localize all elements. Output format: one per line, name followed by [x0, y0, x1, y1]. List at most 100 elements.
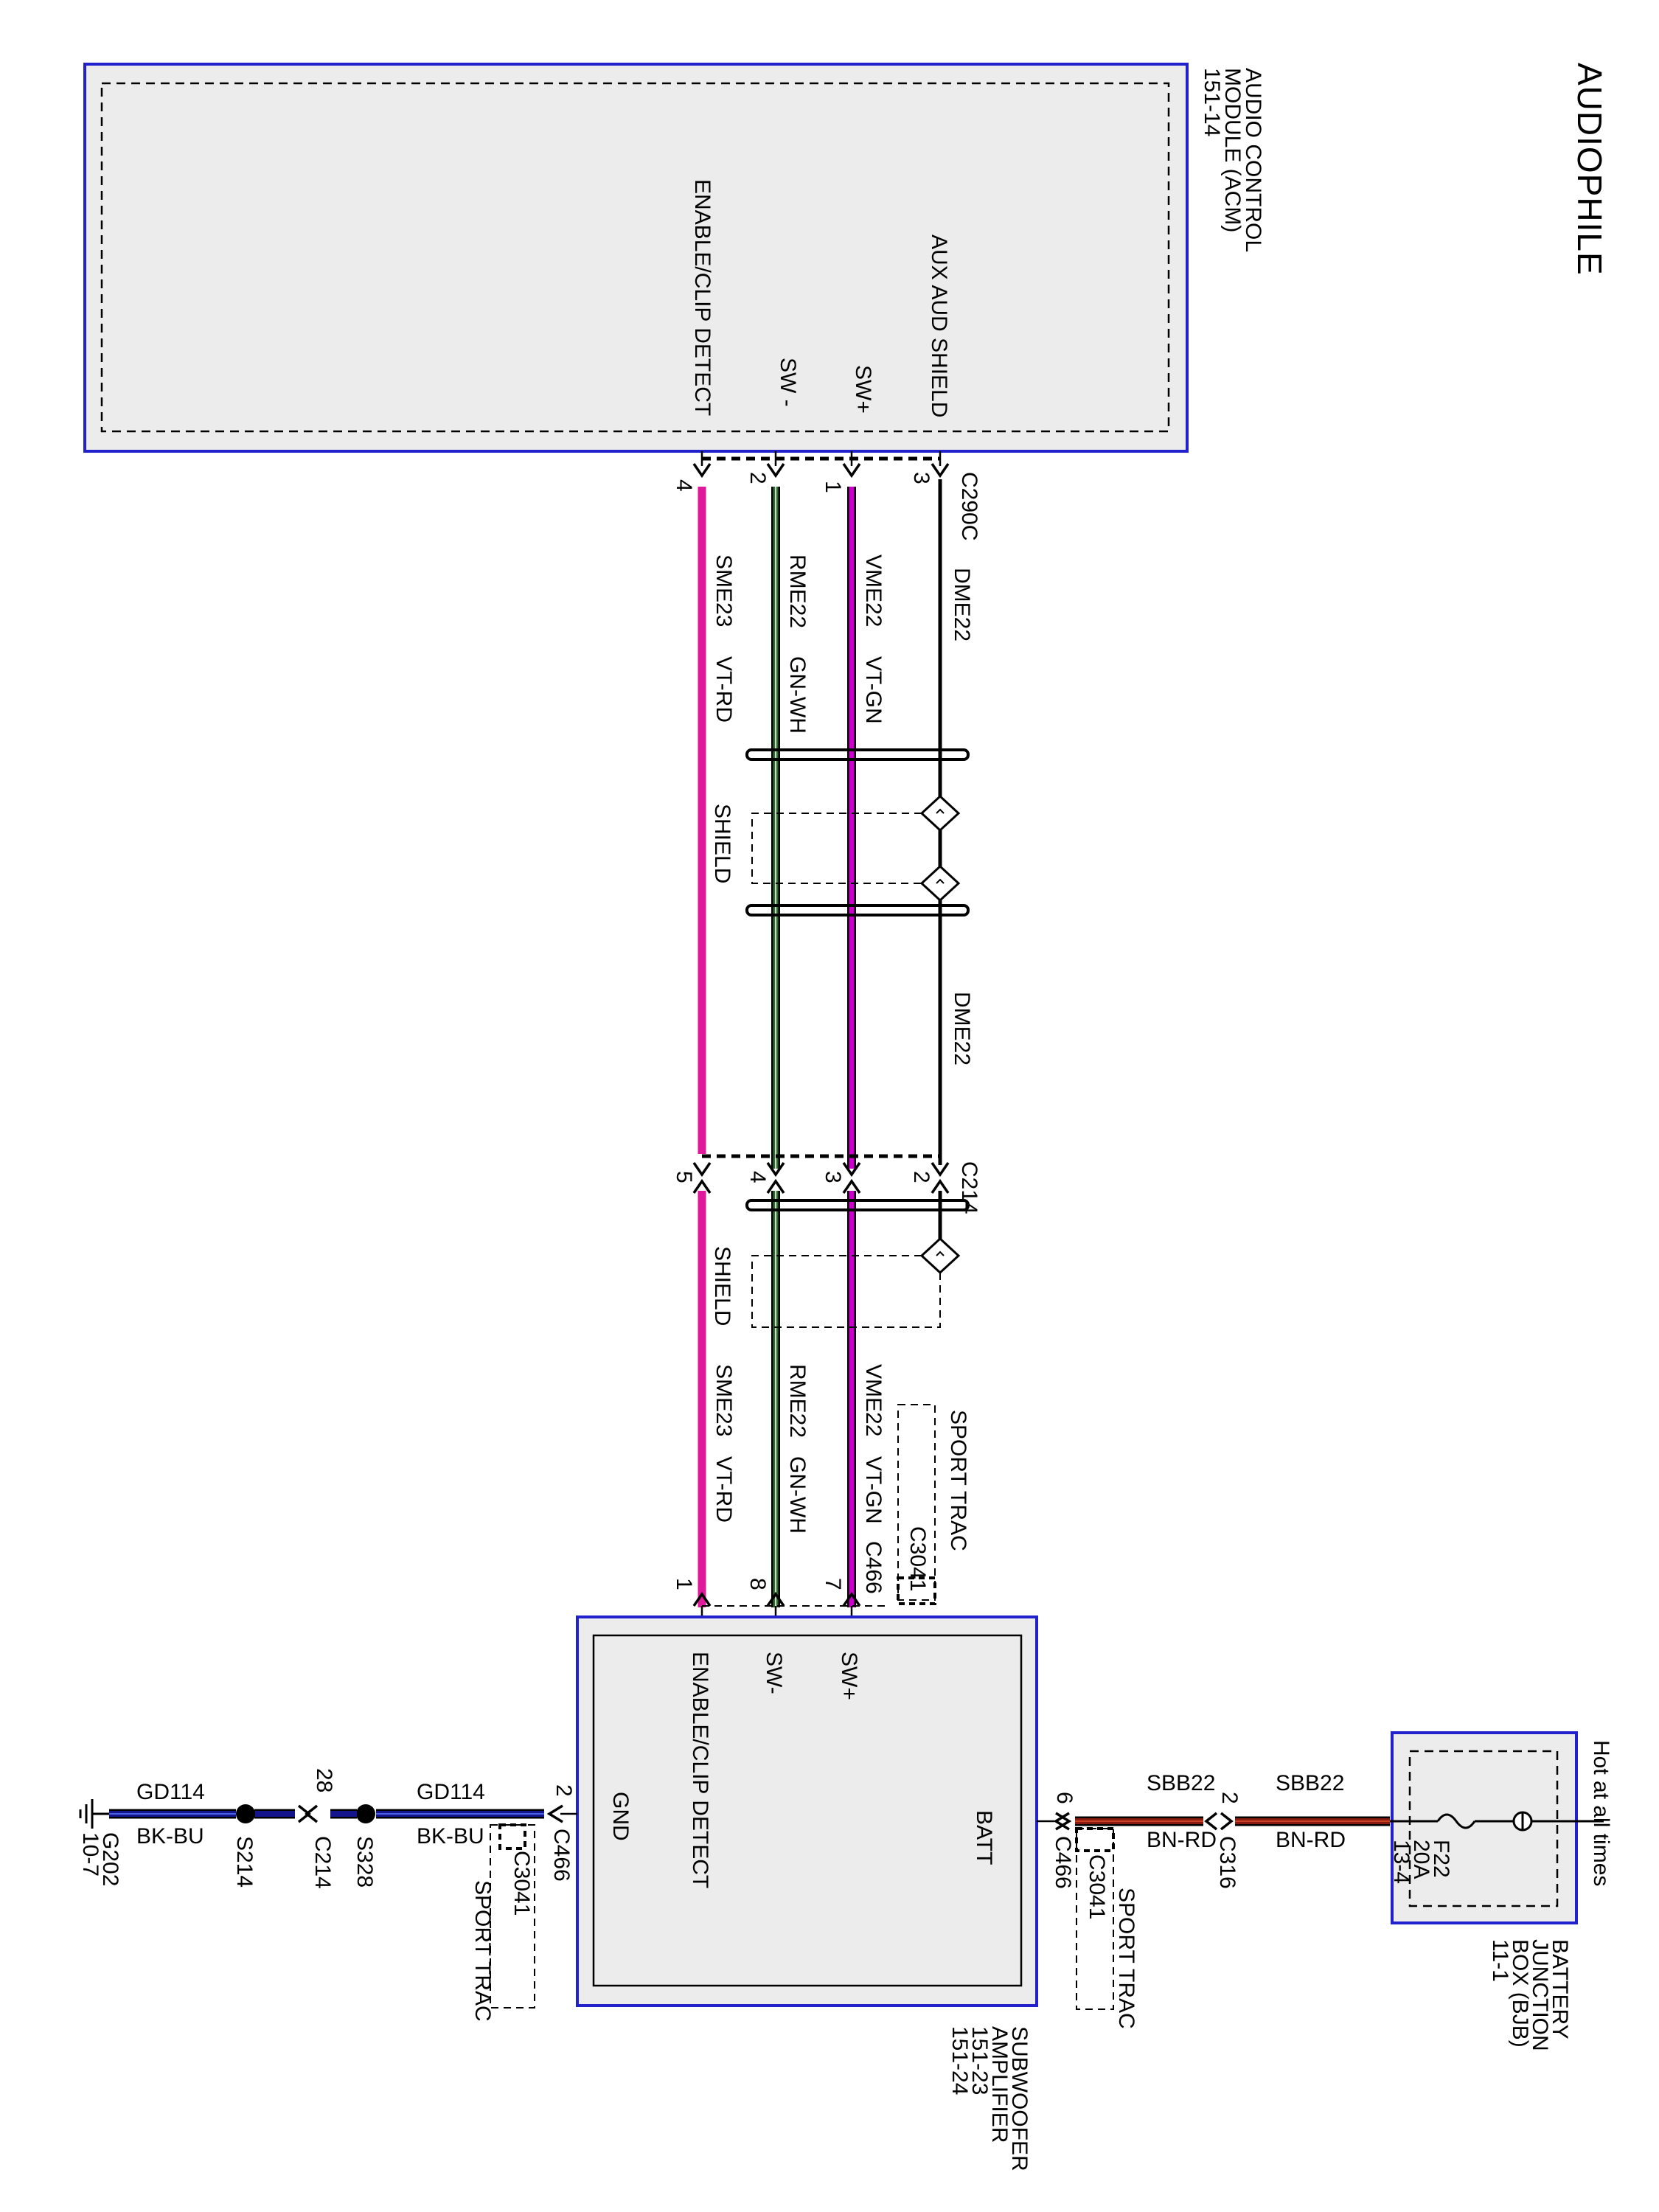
- batt-circuit: 6 C466 SBB22 BN-RD 2 C316 SBB22 BN-RD C3…: [1037, 1771, 1390, 2029]
- sbb22-label-b: SBB22: [1276, 1771, 1344, 1795]
- sub-pin-batt: BATT: [972, 1810, 996, 1865]
- c290c-label: C290C: [957, 472, 981, 540]
- sub-name-line1: SUBWOOFER: [1007, 2026, 1032, 2171]
- vtgn-label-top: VT-GN: [861, 656, 886, 724]
- shield-upper: SHIELD: [710, 748, 970, 917]
- c466-pin-2: 2: [552, 1784, 576, 1797]
- sub-inner-box: [592, 1634, 1023, 1987]
- bjb-name-line2: JUNCTION: [1528, 1939, 1552, 2051]
- dme22-label-top: DME22: [950, 568, 974, 641]
- c290c-pin-4: 4: [672, 479, 696, 492]
- shield-label-upper: SHIELD: [710, 804, 734, 883]
- wires-upper: DME22 VME22 VT-GN RME22 GN-WH SME23 VT-R…: [698, 479, 974, 1169]
- sbb22-label-a: SBB22: [1147, 1771, 1215, 1795]
- fuse-rating: 20A: [1409, 1840, 1433, 1879]
- c290c-pin-1: 1: [821, 481, 845, 493]
- shield-drain-diamond-2: [919, 864, 961, 902]
- subwoofer-amplifier: SW+ SW- ENABLE/CLIP DETECT BATT GND SUBW…: [576, 1615, 1038, 2171]
- c466-pin-8: 8: [745, 1578, 770, 1590]
- acm-page-ref: 151-14: [1200, 68, 1224, 136]
- bnrd-label-b: BN-RD: [1276, 1828, 1346, 1852]
- fuse-symbol: [1436, 1813, 1476, 1829]
- shield-lower: SHIELD: [710, 1199, 970, 1328]
- c214-pin-3: 3: [821, 1171, 845, 1183]
- c466-label-batt: C466: [1051, 1836, 1075, 1889]
- gd114-label-a: GD114: [417, 1780, 485, 1804]
- hot-at-all-times: Hot at all times: [1589, 1740, 1613, 1886]
- shield-drain-diamond-1: [919, 794, 961, 832]
- acm-pin-aux-aud-shield: AUX AUD SHIELD: [927, 234, 951, 417]
- c466-label-top: C466: [861, 1541, 886, 1594]
- acm-name-line2: MODULE (ACM): [1220, 68, 1245, 232]
- acm-name-line1: AUDIO CONTROL: [1241, 68, 1265, 252]
- c214-pin-2: 2: [909, 1171, 933, 1183]
- audio-control-module: AUDIO CONTROL MODULE (ACM) 151-14 AUX AU…: [83, 63, 1265, 453]
- acm-pin-sw-minus: SW -: [776, 358, 800, 407]
- sub-page-ref1: 151-23: [967, 2026, 992, 2095]
- gnwh-label-low: GN-WH: [785, 1456, 810, 1534]
- splice-s328: [356, 1804, 375, 1823]
- c214-pin-5: 5: [672, 1171, 696, 1183]
- shield-drain-diamond-3: [919, 1237, 961, 1275]
- c466-pin-6: 6: [1052, 1792, 1077, 1804]
- dme22-label-mid: DME22: [950, 992, 974, 1065]
- vme22-label-top: VME22: [861, 554, 886, 627]
- bkbu-label-b: BK-BU: [136, 1824, 204, 1848]
- sub-page-ref2: 151-24: [947, 2026, 972, 2095]
- vtgn-label-low: VT-GN: [861, 1456, 886, 1524]
- sub-pin-sw-plus: SW+: [837, 1652, 861, 1700]
- bjb-name-line3: BOX (BJB): [1508, 1939, 1532, 2048]
- c466-label-gnd: C466: [549, 1829, 574, 1882]
- sub-pin-gnd: GND: [608, 1792, 633, 1841]
- splice-s214: [236, 1804, 255, 1823]
- sport-trac-label-gnd: SPORT TRAC: [470, 1880, 495, 2022]
- gd114-label-b: GD114: [136, 1780, 205, 1804]
- c316-label: C316: [1215, 1836, 1239, 1889]
- bjb-name-line1: BATTERY: [1548, 1939, 1572, 2039]
- connector-c466-top: C466 7 8 1: [672, 1541, 886, 1637]
- ground-circuit: 2 C466 C3041 SPORT TRAC GD114 BK-BU S328…: [78, 1768, 577, 2022]
- ground-g202: G202: [98, 1832, 122, 1886]
- battery-junction-box: F22 20A 13-4 Hot at all times BATTERY JU…: [1389, 1731, 1613, 2051]
- sub-name-line2: AMPLIFIER: [987, 2026, 1012, 2143]
- c3041-label-gnd: C3041: [509, 1851, 534, 1916]
- c3041-label-batt: C3041: [1085, 1854, 1109, 1919]
- wires-lower: VME22 VT-GN RME22 GN-WH SME23 VT-RD: [698, 1191, 942, 1607]
- c290c-pin-3: 3: [909, 472, 933, 484]
- acm-inner-dashed: [100, 82, 1170, 433]
- c290c-pin-2: 2: [745, 472, 770, 484]
- c316-pin: 2: [1217, 1792, 1242, 1804]
- sport-trac-label-top: SPORT TRAC: [946, 1410, 970, 1551]
- bjb-outer-box: [1391, 1731, 1578, 1924]
- rme22-label-low: RME22: [785, 1364, 810, 1438]
- acm-outer-box: [83, 63, 1189, 453]
- connector-c290c: C290C 3 1 2 4: [672, 451, 981, 540]
- connector-c214: C214 2 3 4 5: [672, 1154, 981, 1214]
- gnwh-label-top: GN-WH: [785, 656, 810, 734]
- rme22-label-top: RME22: [785, 554, 810, 628]
- s214-label: S214: [232, 1836, 257, 1888]
- s328-label: S328: [352, 1836, 377, 1888]
- sme23-label-low: SME23: [712, 1364, 736, 1436]
- c214-pin-4: 4: [745, 1171, 770, 1183]
- c3041-label-top: C3041: [905, 1526, 930, 1591]
- sub-pin-sw-minus: SW-: [762, 1652, 786, 1694]
- c466-pin-7: 7: [821, 1578, 845, 1590]
- fuse-f22: F22: [1429, 1840, 1453, 1878]
- c466-pin-1: 1: [672, 1578, 696, 1590]
- bkbu-label-a: BK-BU: [417, 1824, 484, 1848]
- ground-ref: 10-7: [78, 1832, 102, 1877]
- sme23-label-top: SME23: [712, 554, 736, 627]
- sub-pin-enable-clip: ENABLE/CLIP DETECT: [688, 1652, 712, 1888]
- sub-outer-box: [576, 1615, 1038, 2007]
- acm-pin-enable-clip: ENABLE/CLIP DETECT: [690, 179, 714, 416]
- bjb-inner-dashed: [1408, 1750, 1559, 1907]
- acm-pin-sw-plus: SW+: [851, 365, 875, 414]
- shield-label-lower: SHIELD: [710, 1246, 734, 1326]
- sport-trac-c3041-top: SPORT TRAC C3041: [897, 1404, 970, 1605]
- c214-ground-label: C214: [310, 1836, 335, 1889]
- bnrd-label-a: BN-RD: [1147, 1828, 1217, 1852]
- c214-ground-pin: 28: [312, 1768, 336, 1792]
- vme22-label-low: VME22: [861, 1364, 886, 1436]
- diagram-title: AUDIOPHILE: [1571, 63, 1609, 276]
